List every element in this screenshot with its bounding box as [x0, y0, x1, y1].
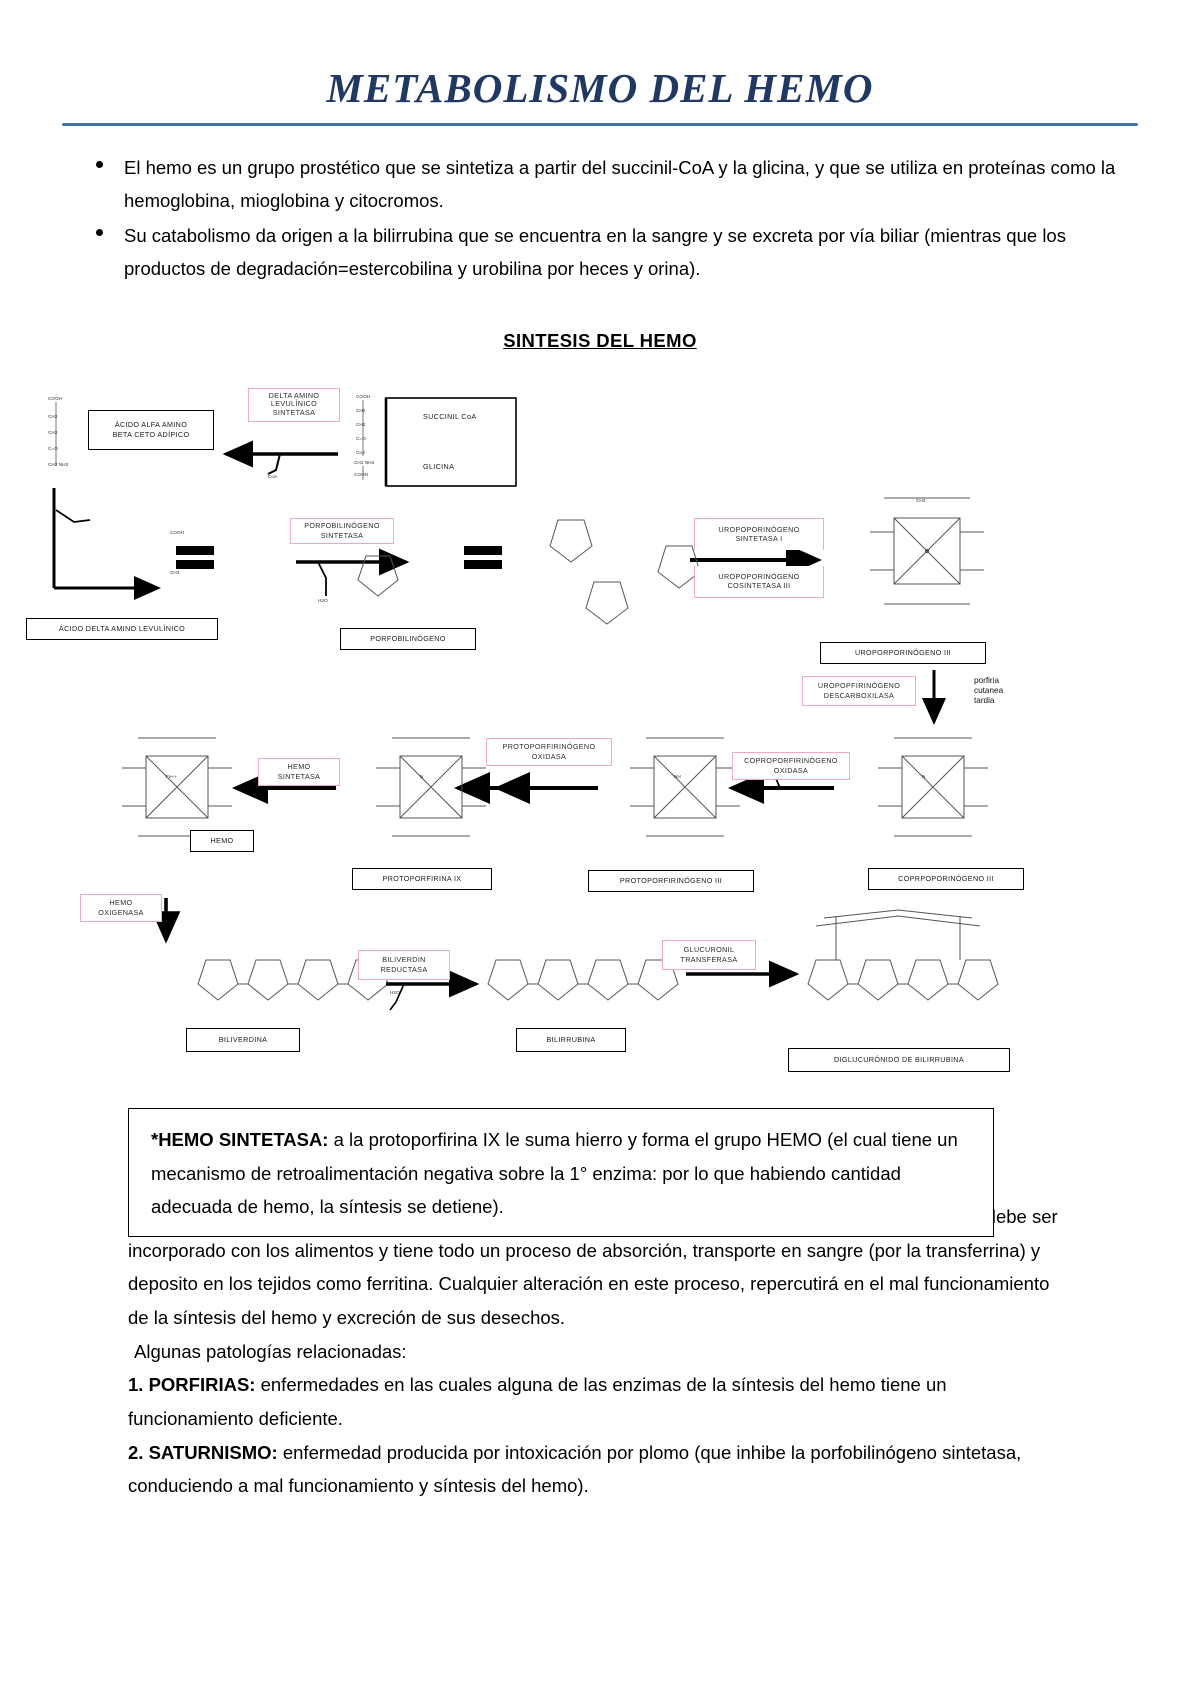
compound-box-diglucuronido-de-bilirrubina: DIGLUCURÓNIDO DE BILIRRUBINA — [788, 1047, 1010, 1072]
enzyme-box-coproporfirinogeno-oxidasa: COPROPORFIRINÓGENO OXIDASA — [732, 751, 850, 780]
formula-fragment: CoA — [356, 449, 366, 455]
enzyme-box-protoporfirinogeno-oxidasa: PROTOPORFIRINÓGENO OXIDASA — [486, 737, 612, 766]
enzyme-box-uroporfirinogeno-descarboxilasa: UROPOPFIRINÓGENO DESCARBOXILASA — [802, 675, 916, 706]
formula-fragment: C=O — [356, 435, 366, 441]
formula-fragment: H2O — [390, 989, 400, 995]
compound-box-porfobilinogeno: PORFOBILINÓGENO — [340, 627, 476, 650]
compound-box-protoporfirina-ix: PROTOPORFIRINA IX — [352, 867, 492, 890]
formula-fragment: CH2 — [48, 429, 58, 435]
pathway-arrows-and-structures — [52, 396, 999, 1011]
bullet-dot-icon — [96, 228, 103, 236]
list-item-saturnismo: 2. SATURNISMO: enfermedad producida por … — [128, 1436, 1062, 1503]
enzyme-box-hemo-sintetasa: HEMO SINTETASA — [258, 757, 340, 786]
bullet-text: El hemo es un grupo prostético que se si… — [124, 157, 1116, 211]
enzyme-box-delta-amino-levulinico-sintetasa: DELTA AMINO LEVULÍNICO SINTETASA — [248, 387, 340, 422]
formula-fragment: CH3 — [170, 569, 180, 575]
callout-hemo-sintetasa: *HEMO SINTETASA: a la protoporfirina IX … — [128, 1108, 994, 1237]
formula-fragment: COOH — [48, 395, 63, 401]
enzyme-box-uroporfirinogeno-cosintetasa-iii: UROPOPORINÓGENO COSINTETASA III — [694, 565, 824, 598]
compound-box-uroporporinogeno-iii: UROPORPORINÓGENO III — [820, 641, 986, 664]
formula-fragment: CH2 — [356, 407, 366, 413]
enzyme-box-uroporfirinogeno-sintetasa-i: UROPOPORINÓGENO SINTETASA I — [694, 517, 824, 550]
formula-fragment: NH — [674, 773, 681, 779]
bullet-text: Su catabolismo da origen a la bilirrubin… — [124, 224, 1066, 279]
formula-fragment: N — [420, 773, 424, 779]
formula-fragment: CH2 NH2 — [48, 461, 69, 467]
enzyme-box-porfobilinogeno-sintetasa: PORFOBILINÓGENO SINTETASA — [290, 517, 394, 544]
formula-fragment: CH2 — [356, 421, 366, 427]
compound-box-hemo: HEMO — [190, 829, 254, 852]
compound-box-biliverdina: BILIVERDINA — [186, 1027, 300, 1052]
compound-label-glicina: GLICINA — [423, 462, 455, 472]
heme-synthesis-pathway-diagram: ÁCIDO ALFA AMINO BETA CETO ADÍPICO SUCCI… — [18, 369, 1182, 1080]
porfirias-text: enfermedades en las cuales alguna de las… — [128, 1374, 947, 1429]
formula-fragment: COOH — [356, 393, 371, 399]
formula-fragment: CoA — [268, 473, 278, 479]
formula-fragment: N — [922, 773, 926, 779]
paragraph-patologias-intro: Algunas patologías relacionadas: — [134, 1340, 407, 1362]
compound-label-succinil-coa: SUCCINIL CoA — [423, 412, 477, 422]
bottom-text-block: No es independiente de la síntesis del h… — [128, 1200, 1062, 1503]
formula-fragment: COOH — [170, 529, 185, 535]
compound-box-protoporfirinogeno-iii: PROTOPORFIRINÓGENO III — [588, 869, 754, 892]
formula-fragment: C=O — [48, 445, 58, 451]
compound-box-coprpoporinogeno-iii: COPRPOPORINÓGENO III — [868, 867, 1024, 890]
formula-fragment: H2O — [318, 597, 328, 603]
formula-fragment: CH2 — [48, 413, 58, 419]
formula-fragment: CH3 — [916, 497, 926, 503]
intro-bullet-list: El hemo es un grupo prostético que se si… — [78, 152, 1140, 286]
saturnismo-label: 2. SATURNISMO: — [128, 1441, 278, 1463]
porfirias-label: 1. PORFIRIAS: — [128, 1374, 256, 1396]
callout-text: a la protoporfirina IX le suma hierro y … — [151, 1129, 958, 1218]
formula-fragment: Fe++ — [166, 773, 178, 779]
enzyme-box-biliverdin-reductasa: BILIVERDIN REDUCTASA — [358, 949, 450, 980]
compound-box-acido-alfa-amino: ÁCIDO ALFA AMINO BETA CETO ADÍPICO — [88, 409, 214, 450]
enzyme-box-hemo-oxigenasa: HEMO OXIGENASA — [80, 893, 162, 922]
title-divider — [62, 123, 1138, 126]
list-item-porfirias: 1. PORFIRIAS: enfermedades en las cuales… — [128, 1368, 1062, 1435]
list-item: Su catabolismo da origen a la bilirrubin… — [78, 220, 1140, 286]
compound-box-acido-delta-amino-levulinico: ÁCIDO DELTA AMINO LEVULÍNICO — [26, 617, 218, 640]
formula-fragment: COOH — [354, 471, 369, 477]
bullet-dot-icon — [96, 161, 103, 168]
annotation-porfiria-cutanea-tardia: porfiria cutanea tardia — [974, 675, 1004, 706]
formula-fragment: CH2 NH2 — [354, 459, 375, 465]
enzyme-box-glucuronil-transferasa: GLUCURONIL TRANSFERASA — [662, 939, 756, 970]
saturnismo-text: enfermedad producida por intoxicación po… — [128, 1441, 1022, 1497]
compound-box-bilirrubina: BILIRRUBINA — [516, 1027, 626, 1052]
list-item: El hemo es un grupo prostético que se si… — [78, 152, 1140, 218]
page-title: METABOLISMO DEL HEMO — [326, 65, 874, 111]
callout-lead: *HEMO SINTETASA: — [151, 1129, 329, 1150]
section-heading: SINTESIS DEL HEMO — [503, 329, 697, 351]
